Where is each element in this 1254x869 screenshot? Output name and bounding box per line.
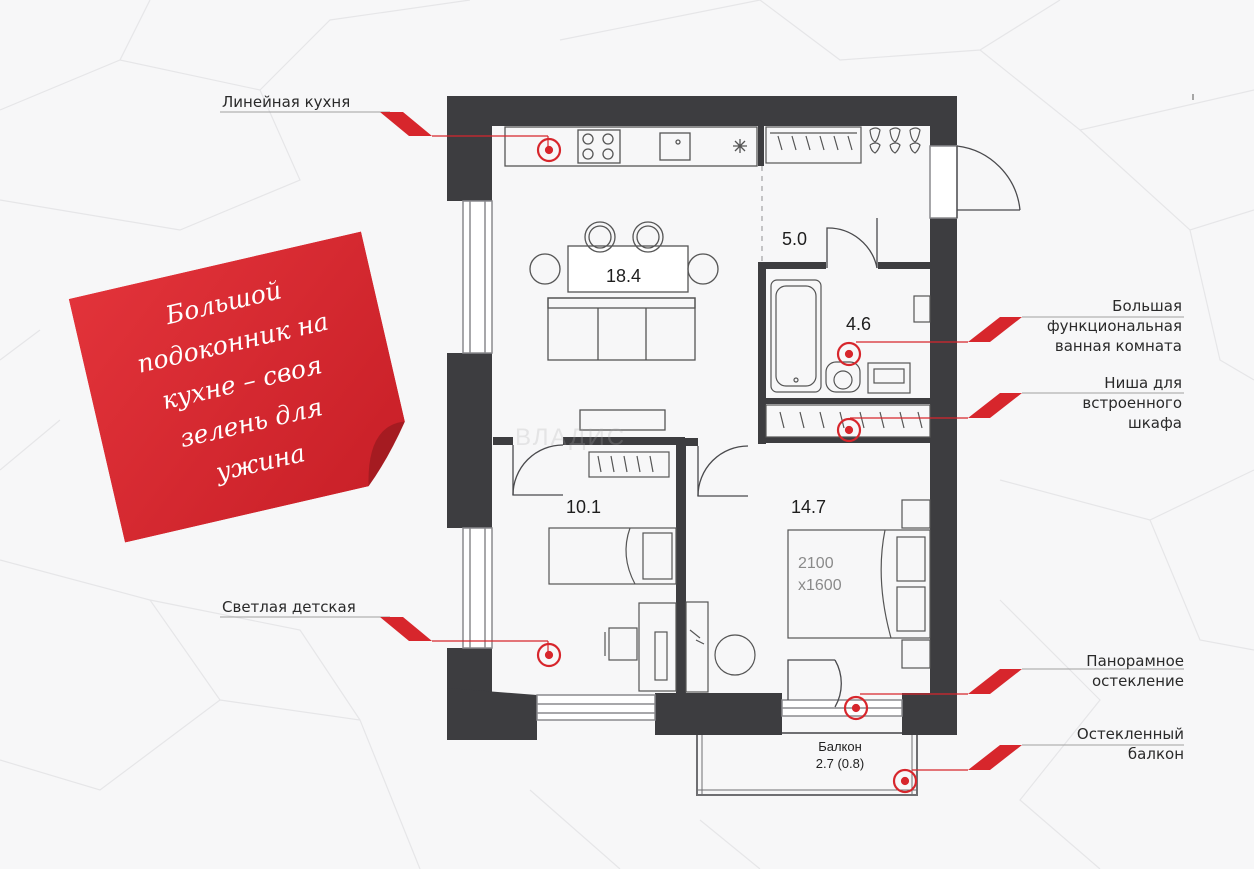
bedroom-furniture <box>685 499 931 693</box>
callout-bathroom: Большая функциональная ванная комната <box>1047 296 1182 356</box>
callout-panoramic-line: остекление <box>1091 672 1184 690</box>
callout-niche-line: Ниша для <box>1104 374 1182 392</box>
marker-niche <box>836 417 862 443</box>
bed-size-line: 2100 <box>798 555 834 572</box>
area-kids-room: 10.1 <box>566 497 602 517</box>
area-living-room: 18.4 <box>606 266 642 286</box>
kids-room-furniture <box>548 451 677 692</box>
hall-furniture <box>765 126 931 438</box>
marker-kids <box>536 642 562 668</box>
bed-size: 2100 x1600 <box>798 553 842 597</box>
area-bedroom: 14.7 <box>791 497 827 517</box>
callout-panoramic-line: Панорамное <box>1086 652 1184 670</box>
bathroom-fixtures <box>770 279 931 394</box>
callout-niche: Ниша для встроенного шкафа <box>1082 373 1182 433</box>
callout-kids: Светлая детская <box>222 598 356 616</box>
windows <box>462 145 958 721</box>
callout-kitchen: Линейная кухня <box>222 93 351 111</box>
callout-bathroom-line: ванная комната <box>1054 337 1182 355</box>
callout-niche-line: шкафа <box>1128 414 1182 432</box>
bed-size-line: x1600 <box>798 577 842 594</box>
walls <box>447 96 957 740</box>
callout-balcony-line: Остекленный <box>1076 725 1184 743</box>
marker-panoramic <box>843 695 869 721</box>
balcony-area: 2.7 (0.8) <box>815 756 865 771</box>
callout-balcony-line: балкон <box>1127 745 1184 763</box>
callout-glazed-balcony: Остекленный балкон <box>1077 724 1184 764</box>
callout-lines <box>220 111 1184 771</box>
marker-kitchen <box>536 137 562 163</box>
sticky-note-paper <box>68 231 405 543</box>
callout-bathroom-line: функциональная <box>1046 317 1182 335</box>
sticky-note: Большой подоконник на кухне – своя зелен… <box>68 231 418 543</box>
marker-bathroom <box>836 341 862 367</box>
callout-niche-line: встроенного <box>1082 394 1182 412</box>
watermark: ВЛАДИС <box>515 424 627 451</box>
area-hall: 5.0 <box>782 229 808 249</box>
callout-panoramic: Панорамное остекление <box>1086 651 1184 691</box>
kitchen-furniture <box>504 126 758 431</box>
marker-balcony <box>892 768 918 794</box>
balcony-name: Балкон <box>818 739 862 754</box>
callout-bathroom-line: Большая <box>1112 297 1182 315</box>
doors <box>512 145 1021 708</box>
balcony-label: Балкон 2.7 (0.8) <box>790 738 890 772</box>
area-bathroom: 4.6 <box>846 314 872 334</box>
balcony-frame <box>696 732 918 796</box>
callout-markers <box>536 137 918 794</box>
